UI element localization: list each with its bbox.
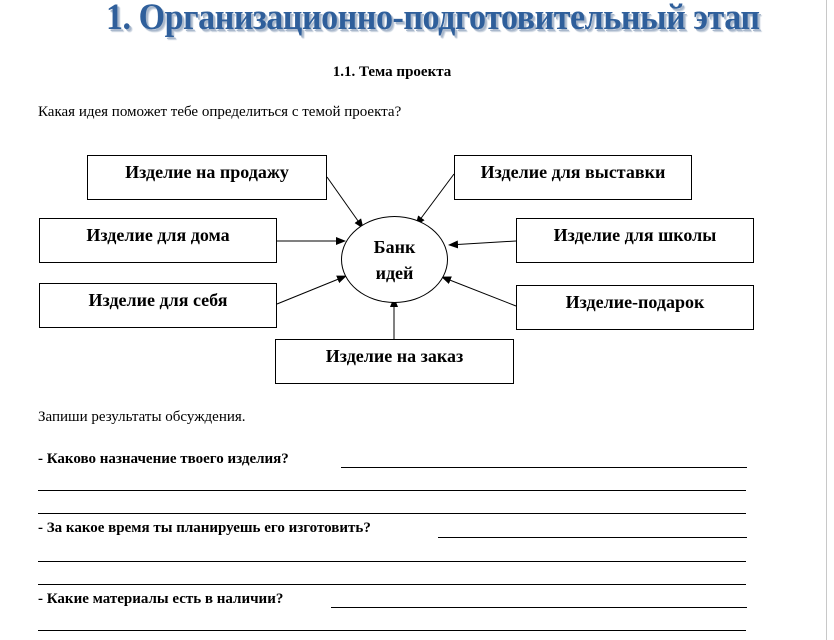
answer-line-purpose-3[interactable]	[38, 513, 746, 514]
question-purpose: - Каково назначение твоего изделия?	[38, 451, 289, 467]
arrow-self	[276, 275, 347, 305]
answer-line-purpose-2[interactable]	[38, 490, 746, 491]
answer-line-time-2[interactable]	[38, 561, 746, 562]
section-title: 1.1. Тема проекта	[332, 64, 452, 80]
arrow-school	[448, 240, 517, 249]
idea-box-self: Изделие для себя	[39, 283, 277, 328]
arrow-sale	[326, 176, 364, 229]
idea-bank-ellipse: Банк идей	[341, 216, 448, 303]
answer-line-time-3[interactable]	[38, 584, 746, 585]
answer-line-time-1[interactable]	[438, 537, 747, 538]
arrow-exhibition	[415, 173, 455, 226]
answer-line-purpose-1[interactable]	[341, 467, 747, 468]
answer-line-materials-2[interactable]	[38, 630, 746, 631]
idea-box-sale: Изделие на продажу	[87, 155, 327, 200]
question-materials: - Какие материалы есть в наличии?	[38, 591, 284, 607]
idea-bank-label: Банк идей	[373, 236, 416, 283]
idea-box-exhibition: Изделие для выставки	[454, 155, 692, 200]
idea-box-gift: Изделие-подарок	[516, 285, 754, 330]
intro-question: Какая идея поможет тебе определиться с т…	[38, 104, 402, 120]
idea-box-home: Изделие для дома	[39, 218, 277, 263]
page-edge-divider	[826, 0, 827, 640]
page-title: 1. Организационно-подготовительный этап	[106, 0, 760, 38]
arrow-gift	[441, 276, 517, 307]
answer-line-materials-1[interactable]	[331, 607, 747, 608]
idea-box-school: Изделие для школы	[516, 218, 754, 263]
results-label: Запиши результаты обсуждения.	[38, 409, 246, 425]
idea-box-order: Изделие на заказ	[275, 339, 514, 384]
question-time: - За какое время ты планируешь его изгот…	[38, 520, 371, 536]
